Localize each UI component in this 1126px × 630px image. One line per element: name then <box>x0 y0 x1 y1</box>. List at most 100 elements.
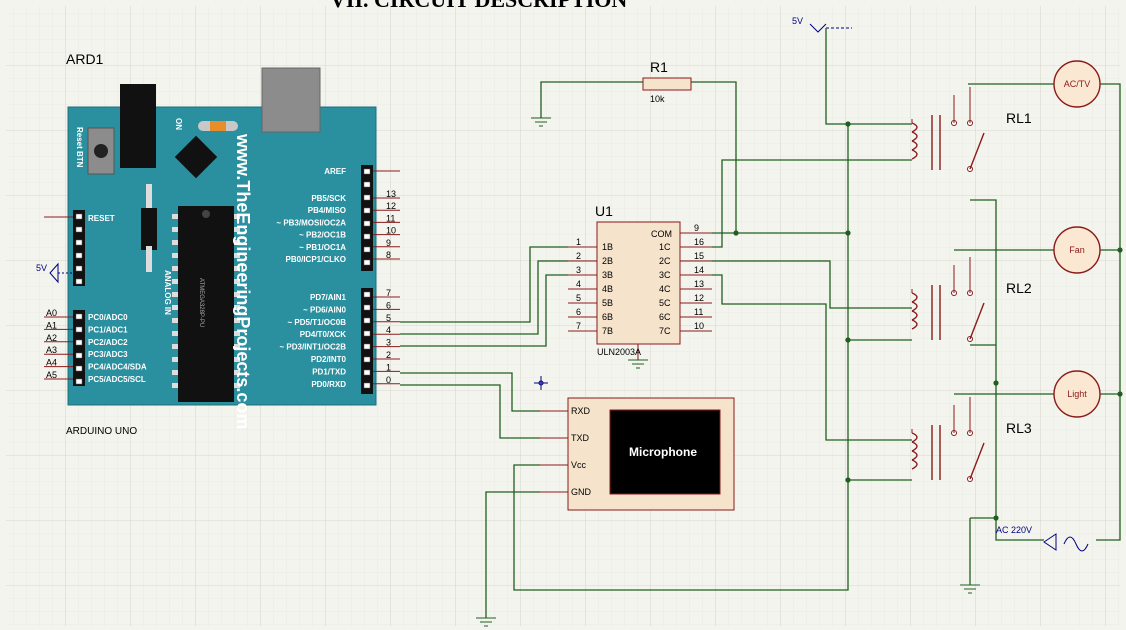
atmega-chip-label: ATMEGA328P-PU <box>198 278 204 327</box>
mcu-pin <box>172 344 178 349</box>
analog-pin-label: PC3/ADC3 <box>88 350 128 359</box>
portd-pin-number: 0 <box>386 375 391 385</box>
portd-pin-number: 1 <box>386 362 391 372</box>
driver-input-number: 6 <box>576 307 581 317</box>
analog-header <box>73 310 85 386</box>
mcu-pin <box>172 240 178 245</box>
mcu-pin <box>172 318 178 323</box>
driver-input-label: 3B <box>602 270 613 280</box>
mcu-pin <box>172 279 178 284</box>
power-5v-left-label: 5V <box>36 263 47 273</box>
mcu-pin <box>172 266 178 271</box>
portd-pin-label: PD4/T0/XCK <box>300 330 346 339</box>
driver-output-number: 12 <box>694 293 704 303</box>
2c-to-rl2-wire <box>712 260 912 309</box>
portd-pin-label: ~ PD3/INT1/OC2B <box>280 343 347 352</box>
microphone-label: Microphone <box>629 445 697 459</box>
driver-name: ULN2003A <box>597 347 641 357</box>
analog-labels: PC0/ADC0PC1/ADC1PC2/ADC2PC3/ADC3PC4/ADC4… <box>88 313 147 384</box>
driver-output-number: 13 <box>694 279 704 289</box>
mcu-pin <box>234 266 240 271</box>
ground-symbols <box>476 117 980 627</box>
driver-input-number: 2 <box>576 251 581 261</box>
portd-pin-label: ~ PD5/T1/OC0B <box>288 318 347 327</box>
driver-output-label: 1C <box>659 242 671 252</box>
wire-junction <box>845 230 851 236</box>
header-hole <box>75 313 83 320</box>
analog-pin-name: A3 <box>46 345 57 355</box>
mcu-pin <box>172 331 178 336</box>
5v-to-rl1-wire <box>825 28 912 125</box>
3c-to-rl3-wire-b <box>740 303 912 441</box>
header-hole <box>363 369 371 376</box>
relay-label: RL3 <box>1006 420 1032 436</box>
portd-pin-number: 7 <box>386 288 391 298</box>
header-hole <box>363 181 371 188</box>
load-light: Light <box>1053 370 1101 418</box>
relay-rl2: RL2 <box>911 257 1032 342</box>
mcu-pins <box>172 214 240 388</box>
portb-pin-label: PB4/MISO <box>308 206 346 215</box>
header-hole <box>363 207 371 214</box>
load-neutral-wire <box>1096 83 1121 541</box>
load-lamp <box>1053 60 1101 108</box>
relay-rl3: RL3 <box>911 397 1032 482</box>
header-hole <box>363 291 371 298</box>
wire-junction <box>993 515 999 521</box>
header-hole <box>75 278 83 285</box>
driver-output-number: 10 <box>694 321 704 331</box>
relay-coil-loop <box>911 292 918 303</box>
header-hole <box>363 356 371 363</box>
usb-connector <box>261 67 321 133</box>
mic-vcc-wire <box>513 124 849 591</box>
resistor-ref: R1 <box>650 59 668 75</box>
mcu-pin <box>172 370 178 375</box>
relay-label: RL2 <box>1006 280 1032 296</box>
mic-pin-label: TXD <box>571 433 590 443</box>
driver-input-number: 4 <box>576 279 581 289</box>
relay-rl1: RL1 <box>911 87 1032 172</box>
mcu-pin <box>172 227 178 232</box>
mcu-pin <box>234 292 240 297</box>
relay-coil-loop <box>911 319 918 330</box>
header-hole <box>75 326 83 333</box>
analog-pin-label: PC4/ADC4/SDA <box>88 363 147 372</box>
header-hole <box>363 168 371 175</box>
load-actv: AC/TV <box>1053 60 1101 108</box>
analog-in-label: ANALOG IN <box>163 270 172 315</box>
load-label: AC/TV <box>1064 79 1091 89</box>
relay-coil-loop <box>911 149 918 160</box>
relay-label: RL1 <box>1006 110 1032 126</box>
mcu-pin <box>234 253 240 258</box>
mic-gnd-wire <box>485 491 540 618</box>
reset-pin-label: RESET <box>88 214 115 223</box>
r1-ground-wire <box>540 81 643 118</box>
driver-input-label: 6B <box>602 312 613 322</box>
portd-pin-number: 2 <box>386 350 391 360</box>
mcu-pin <box>234 214 240 219</box>
header-hole <box>75 378 83 385</box>
portb-pin-number: 10 <box>386 226 396 236</box>
analog-pin-label: PC2/ADC2 <box>88 338 128 347</box>
portd-pin-label: PD1/TXD <box>312 367 346 376</box>
power-5v-top: 5V <box>792 16 852 33</box>
usb-chip <box>174 135 218 179</box>
mcu-pin <box>172 383 178 388</box>
digital-header-top <box>361 165 373 271</box>
power-jack <box>120 84 156 168</box>
relay-coil-loop <box>911 140 918 151</box>
mcu-pin <box>234 331 240 336</box>
website-label: www.TheEngineeringProjects.com <box>233 133 253 429</box>
voltage-regulator <box>141 208 157 250</box>
driver-output-label: 6C <box>659 312 671 322</box>
analog-pin-label: PC5/ADC5/SCL <box>88 375 146 384</box>
wire-junction <box>1117 391 1123 397</box>
relay-switch-arm <box>969 442 985 480</box>
wires <box>400 28 1123 618</box>
power-5v-left: 5V <box>36 262 72 284</box>
portd-pin-label: PD7/AIN1 <box>310 293 347 302</box>
arduino-name-label: ARDUINO UNO <box>66 426 137 437</box>
portb-pin-label: ~ PB3/MOSI/OC2A <box>276 218 346 227</box>
